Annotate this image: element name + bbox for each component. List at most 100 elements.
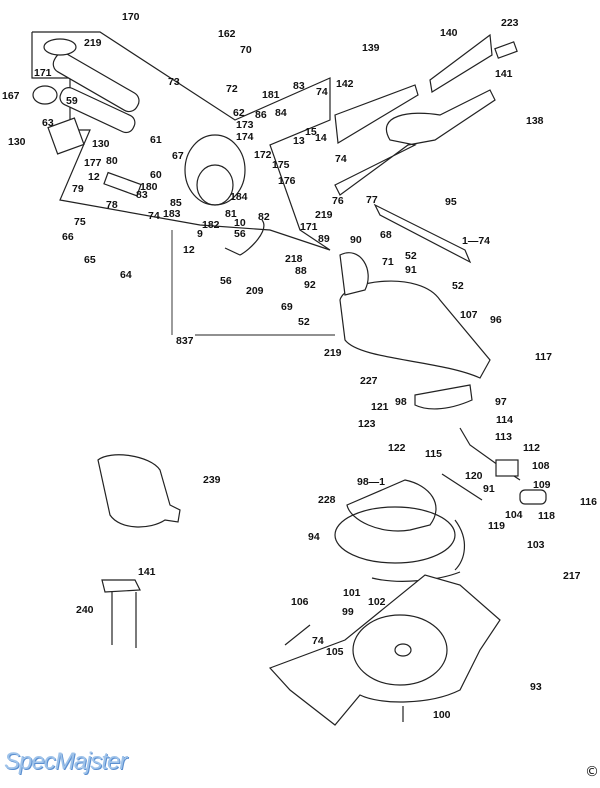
part-label: 228 <box>318 494 336 506</box>
part-label: 118 <box>538 510 555 522</box>
part-label: 97 <box>495 396 507 408</box>
part-label: 64 <box>120 269 132 281</box>
clamp-240 <box>101 579 141 593</box>
part-label: 180 <box>140 181 158 193</box>
part-label: 81 <box>225 208 237 220</box>
part-label: 217 <box>563 570 581 582</box>
upper-guard-138 <box>334 89 496 196</box>
ring-94 <box>334 506 456 564</box>
part-label: 94 <box>308 531 320 543</box>
part-label: 167 <box>2 90 20 102</box>
part-label: 60 <box>150 169 162 181</box>
part-label: 119 <box>488 520 505 532</box>
part-label: 182 <box>202 219 220 231</box>
part-label: 140 <box>440 27 458 39</box>
throat-plate-228 <box>346 479 437 532</box>
part-label: 171 <box>300 221 318 233</box>
blade-guard-88 <box>339 252 369 296</box>
dust-bag-239 <box>97 454 181 528</box>
part-label: 62 <box>233 107 245 119</box>
part-label: 52 <box>452 280 464 292</box>
part-label: 80 <box>106 155 118 167</box>
part-label: 184 <box>230 191 248 203</box>
part-label: 68 <box>380 229 392 241</box>
part-label: 88 <box>295 265 307 277</box>
motor-tube <box>52 52 140 113</box>
part-label: 10 <box>234 217 246 229</box>
end-cap <box>32 85 58 105</box>
part-label: 104 <box>505 509 523 521</box>
part-label: 100 <box>433 709 451 721</box>
part-label: 101 <box>343 587 361 599</box>
part-label: 79 <box>72 183 84 195</box>
part-label: 209 <box>246 285 264 297</box>
guard-139 <box>334 84 419 144</box>
part-label: 174 <box>236 131 254 143</box>
part-label: 70 <box>240 44 252 56</box>
part-label: 107 <box>460 309 478 321</box>
turntable-hub <box>394 643 412 657</box>
part-label: 91 <box>405 264 417 276</box>
handle-cord <box>224 219 265 256</box>
part-label: 120 <box>465 470 483 482</box>
part-label: 171 <box>34 67 52 79</box>
handle-116 <box>519 489 547 505</box>
part-label: 75 <box>74 216 86 228</box>
part-label: 56 <box>220 275 232 287</box>
part-label: 122 <box>388 442 406 454</box>
part-label: 82 <box>258 211 270 223</box>
part-label: 59 <box>66 95 78 107</box>
part-label: 98 <box>395 396 407 408</box>
part-label: 72 <box>226 83 238 95</box>
part-label: 12 <box>88 171 100 183</box>
part-label: 95 <box>445 196 457 208</box>
part-label: 90 <box>350 234 362 246</box>
part-label: 84 <box>275 107 287 119</box>
part-label: 63 <box>42 117 54 129</box>
part-label: 76 <box>332 195 344 207</box>
turntable <box>352 614 448 686</box>
part-label: 15 <box>305 126 317 138</box>
part-label: 218 <box>285 253 303 265</box>
part-label: 52 <box>405 250 417 262</box>
part-label: 12 <box>183 244 195 256</box>
motor-tube <box>59 87 136 134</box>
brush-cap <box>43 38 77 56</box>
part-label: 142 <box>336 78 354 90</box>
part-label: 106 <box>291 596 309 608</box>
part-label: 99 <box>342 606 354 618</box>
part-label: 92 <box>304 279 316 291</box>
part-label: 66 <box>62 231 74 243</box>
copyright-mark: © <box>585 764 599 780</box>
part-label: 103 <box>527 539 545 551</box>
part-label: 116 <box>580 496 597 508</box>
part-label: 13 <box>293 135 305 147</box>
part-label: 98—1 <box>357 476 385 488</box>
guard-140 <box>429 33 493 93</box>
part-label: 74 <box>335 153 347 165</box>
part-label: 14 <box>315 132 327 144</box>
part-label: 86 <box>255 109 267 121</box>
rod-120 <box>441 473 483 501</box>
part-label: 67 <box>172 150 184 162</box>
part-label: 102 <box>368 596 386 608</box>
part-label: 93 <box>530 681 542 693</box>
part-label: 56 <box>234 228 246 240</box>
part-label: 74 <box>148 210 160 222</box>
part-label: 115 <box>425 448 442 460</box>
part-label: 219 <box>84 37 102 49</box>
part-label: 139 <box>362 42 380 54</box>
part-label: 172 <box>254 149 272 161</box>
bracket <box>47 117 85 155</box>
part-label: 91 <box>483 483 495 495</box>
part-label: 130 <box>8 136 26 148</box>
plate <box>103 171 142 197</box>
part-label: 113 <box>495 431 512 443</box>
part-label: 96 <box>490 314 502 326</box>
part-label: 89 <box>318 233 330 245</box>
part-label: 83 <box>136 189 148 201</box>
part-label: 74 <box>312 635 324 647</box>
part-label: 108 <box>532 460 550 472</box>
part-label: 170 <box>122 11 140 23</box>
